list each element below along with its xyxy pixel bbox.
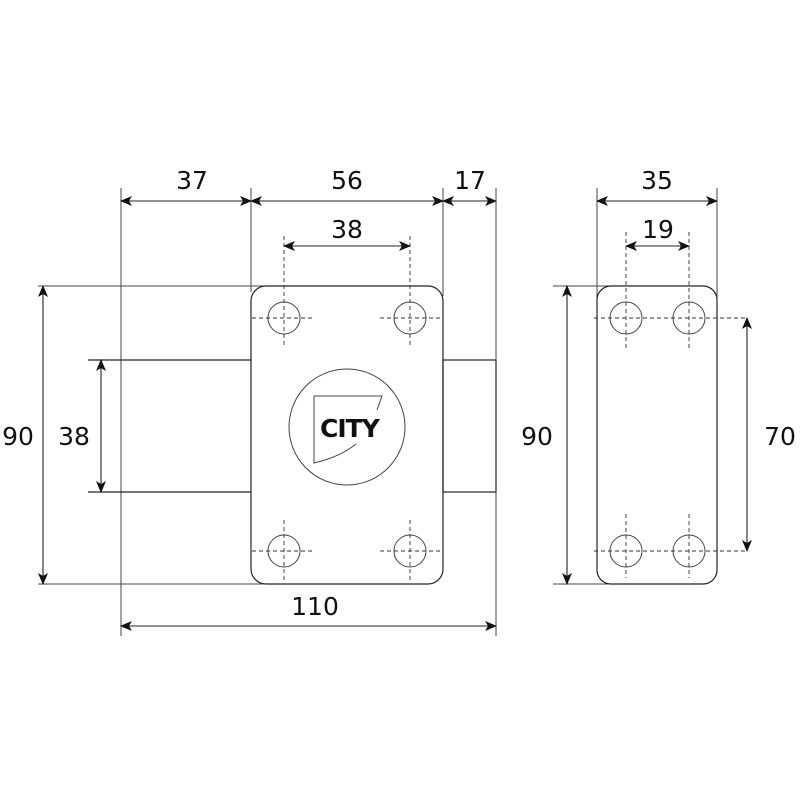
dim-label-90-front: 90 xyxy=(2,422,34,451)
dim-label-56: 56 xyxy=(331,166,363,195)
brand-logo-text: CITY xyxy=(320,414,381,443)
dim-label-70: 70 xyxy=(764,422,796,451)
side-screw-holes xyxy=(594,232,748,578)
lock-plate xyxy=(250,285,444,585)
logo-shield-icon xyxy=(313,395,383,464)
side-plate xyxy=(596,285,718,585)
cylinder-logo: CITY xyxy=(288,368,406,486)
dim-label-38-horizontal: 38 xyxy=(331,215,363,244)
front-view: CITY 37 56 17 38 90 38 110 xyxy=(2,166,497,636)
dim-label-35: 35 xyxy=(641,166,673,195)
side-view: 35 19 90 70 xyxy=(521,166,796,585)
dim-label-90-side: 90 xyxy=(521,422,553,451)
bolt-right xyxy=(442,359,497,493)
dim-label-17: 17 xyxy=(454,166,486,195)
cylinder-circle xyxy=(288,368,406,486)
dim-label-110: 110 xyxy=(291,592,339,621)
screw-holes xyxy=(252,236,442,582)
dim-label-37: 37 xyxy=(176,166,208,195)
dim-label-19: 19 xyxy=(642,215,674,244)
dim-label-38-vertical: 38 xyxy=(58,422,90,451)
